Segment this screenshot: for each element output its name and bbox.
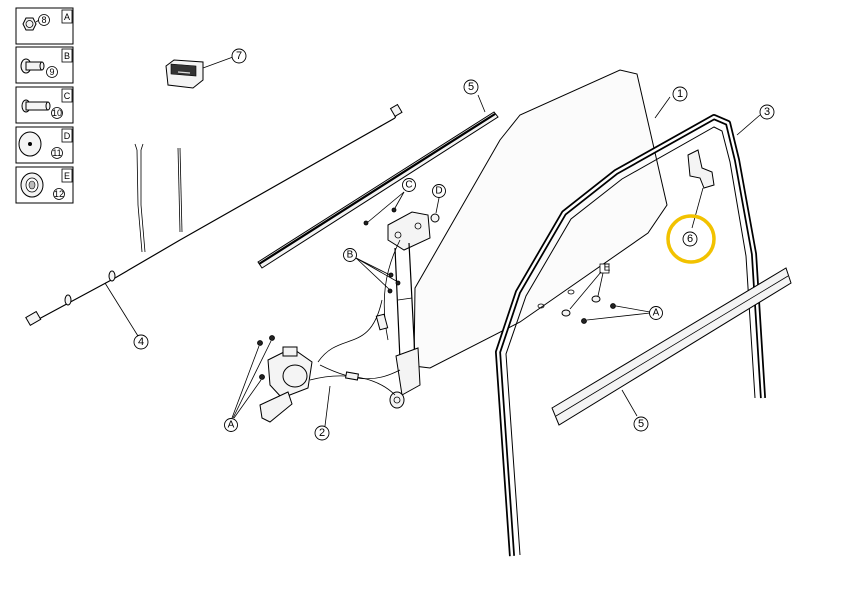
legend-number-c: 10: [52, 108, 62, 118]
glass-bracket: 6: [666, 149, 716, 264]
callout-d: D: [435, 186, 442, 197]
fastener-legend: A 8 B 9 C: [15, 7, 74, 204]
callout-a-glass: A: [653, 308, 660, 319]
bolt-icon: [20, 58, 45, 74]
callout-5-lower: 5: [638, 418, 644, 430]
window-regulator: 2: [257, 211, 431, 441]
washer-icon: [18, 131, 42, 157]
callout-3: 3: [764, 106, 770, 118]
legend-number-a: 8: [41, 15, 46, 25]
door-weatherstrip: 3: [495, 104, 775, 557]
legend-number-b: 9: [49, 67, 54, 77]
legend-item-c: C 10: [15, 86, 74, 124]
callout-2: 2: [319, 427, 325, 439]
legend-item-b: B 9: [15, 46, 74, 84]
legend-item-a: A 8: [15, 7, 74, 45]
nut-icon: [22, 17, 37, 31]
callout-6: 6: [687, 233, 693, 245]
legend-letter-c: C: [64, 91, 71, 101]
legend-letter-b: B: [64, 51, 70, 61]
legend-number-d: 11: [52, 148, 61, 158]
callout-7: 7: [236, 50, 242, 62]
callout-a-motor: A: [228, 420, 235, 431]
highlight-ring: [666, 214, 716, 264]
legend-item-e: E 12: [15, 166, 74, 204]
callout-e: E: [604, 263, 611, 274]
legend-item-d: D 11: [15, 126, 74, 164]
callout-5-upper: 5: [468, 81, 474, 93]
fastener-callout-a-motor: A: [224, 340, 272, 432]
belt-molding-outer: 5: [551, 267, 792, 432]
glass-fasteners: E A: [537, 263, 663, 324]
fastener-callout-b: B: [343, 248, 401, 294]
door-glass: 1: [413, 69, 688, 369]
wiring-harness: 4: [25, 103, 403, 350]
fastener-callout-c: C: [363, 178, 416, 226]
legend-letter-d: D: [64, 131, 71, 141]
belt-molding-inner: 5: [257, 79, 499, 269]
legend-letter-e: E: [64, 171, 70, 181]
callout-b: B: [347, 250, 354, 261]
callout-1: 1: [677, 88, 683, 100]
fastener-callout-d: D: [430, 184, 446, 223]
grommet-icon: [20, 172, 44, 198]
window-switch: 7: [165, 48, 247, 89]
legend-letter-a: A: [64, 12, 70, 22]
screw-icon: [21, 99, 51, 113]
legend-number-e: 12: [54, 189, 64, 199]
callout-c: C: [405, 180, 412, 191]
callout-4: 4: [138, 336, 144, 348]
